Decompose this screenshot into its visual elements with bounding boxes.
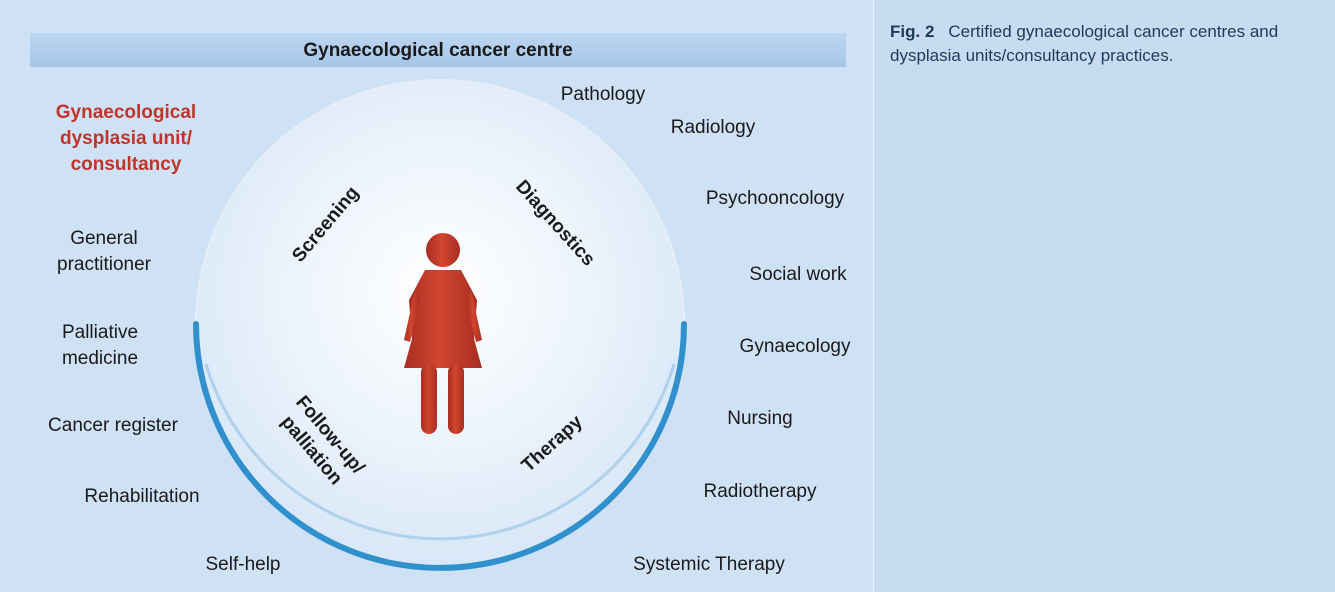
bottom-arc: [193, 321, 687, 571]
dysplasia-unit-line-1: Gynaecological: [56, 102, 196, 123]
left-item-general-practitioner-1: General: [70, 228, 138, 249]
bottom-arc-glow: [204, 363, 676, 541]
cancer-centre-diagram: Gynaecological cancer centre Screening D…: [30, 33, 851, 575]
left-partner-list: General practitioner Palliative medicine…: [48, 228, 280, 575]
caption-label: Fig. 2: [890, 22, 935, 41]
dysplasia-unit-line-3: consultancy: [71, 154, 182, 175]
left-item-rehabilitation: Rehabilitation: [84, 486, 199, 507]
diagram-title: Gynaecological cancer centre: [303, 40, 572, 61]
caption-text: Certified gynaecological cancer centres …: [890, 22, 1279, 65]
left-item-general-practitioner-2: practitioner: [57, 254, 152, 275]
right-item-radiotherapy: Radiotherapy: [703, 481, 817, 502]
left-item-palliative-medicine-1: Palliative: [62, 322, 138, 343]
right-item-nursing: Nursing: [727, 408, 792, 429]
dysplasia-unit-label: Gynaecological dysplasia unit/ consultan…: [56, 102, 196, 175]
panel-divider: [873, 0, 874, 592]
right-item-radiology: Radiology: [671, 117, 756, 138]
right-partner-list: Pathology Radiology Psychooncology Socia…: [561, 84, 851, 575]
dysplasia-unit-line-2: dysplasia unit/: [60, 128, 193, 149]
left-item-palliative-medicine-2: medicine: [62, 348, 138, 369]
title-bar: [30, 33, 846, 67]
right-item-social-work: Social work: [749, 264, 847, 285]
right-item-gynaecology: Gynaecology: [740, 336, 851, 357]
right-item-pathology: Pathology: [561, 84, 646, 105]
left-item-cancer-register: Cancer register: [48, 415, 179, 436]
right-item-psychooncology: Psychooncology: [706, 188, 845, 209]
woman-figure-icon: [404, 233, 482, 434]
right-item-systemic-therapy: Systemic Therapy: [633, 554, 785, 575]
left-item-self-help: Self-help: [206, 554, 281, 575]
